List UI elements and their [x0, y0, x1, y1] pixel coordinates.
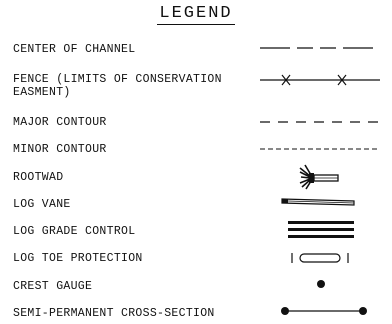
legend-label-fence: FENCE (LIMITS OF CONSERVATION EASMENT) — [13, 73, 222, 99]
dash-line-icon — [260, 121, 380, 123]
legend-label-log-grade-control: LOG GRADE CONTROL — [13, 225, 136, 238]
legend-label-log-toe-protection: LOG TOE PROTECTION — [13, 252, 143, 265]
rootwad-icon — [299, 164, 339, 190]
legend-title: LEGEND — [157, 4, 235, 25]
legend-label-log-vane: LOG VANE — [13, 198, 71, 211]
filled-dot-icon — [317, 280, 325, 288]
legend-label-center-of-channel: CENTER OF CHANNEL — [13, 43, 136, 56]
legend-label-crest-gauge: CREST GAUGE — [13, 280, 93, 293]
short-dash-line-icon — [260, 148, 380, 150]
fence-x-line-icon — [260, 74, 380, 86]
legend-label-major-contour: MAJOR CONTOUR — [13, 116, 107, 129]
dot-line-dot-icon — [281, 307, 367, 315]
legend-label-semi-permanent-cross-section: SEMI-PERMANENT CROSS-SECTION — [13, 307, 215, 320]
triple-bar-icon — [288, 221, 354, 238]
log-vane-icon — [281, 198, 355, 206]
long-dash-line-icon — [260, 47, 380, 49]
legend-label-rootwad: ROOTWAD — [13, 171, 64, 184]
log-toe-icon — [291, 253, 349, 263]
legend-label-minor-contour: MINOR CONTOUR — [13, 143, 107, 156]
